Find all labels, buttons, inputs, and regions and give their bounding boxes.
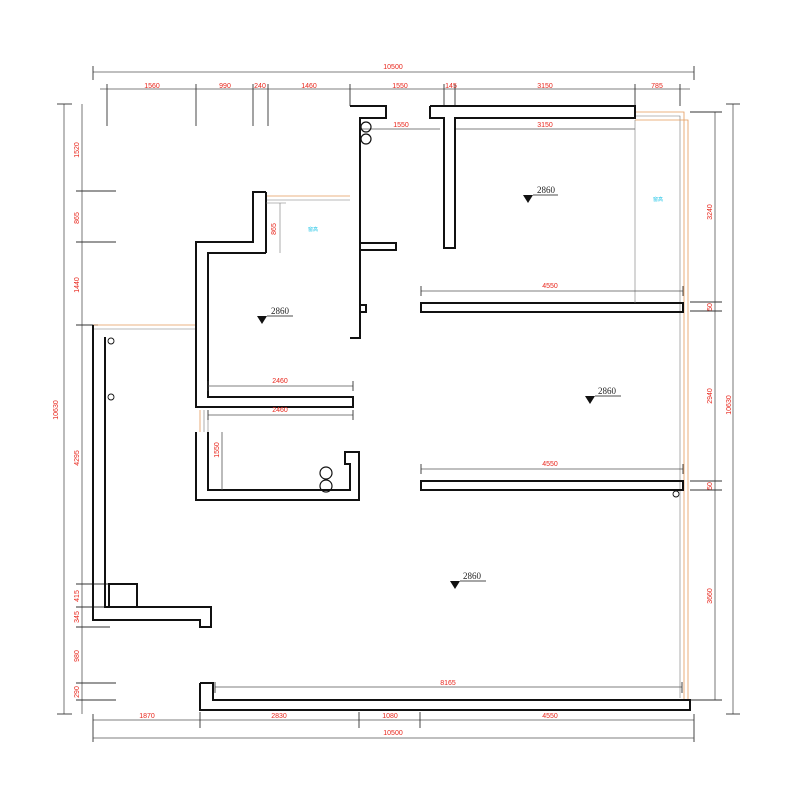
svg-text:2860: 2860: [271, 306, 290, 316]
small-circle-icon: [107, 393, 115, 401]
top-dim-1: 1560: [144, 83, 160, 90]
level-marker: 2860: [450, 571, 486, 589]
bottom-dim-2: 2830: [271, 713, 287, 720]
window-labels: 窗高 窗高: [308, 196, 663, 233]
right-dim-2: 50: [707, 303, 714, 311]
left-dim-3: 1440: [74, 277, 81, 293]
bottom-total-dim: 10500: [383, 730, 403, 737]
pipe-circle-icon: [319, 479, 333, 493]
left-dim-7: 980: [74, 650, 81, 662]
small-circle-icon: [672, 490, 680, 498]
svg-text:2860: 2860: [463, 571, 482, 581]
right-dim-5: 3660: [707, 588, 714, 604]
svg-text:2860: 2860: [598, 386, 617, 396]
left-dim-6: 345: [74, 611, 81, 623]
left-dim-2: 865: [74, 212, 81, 224]
bottom-inner-dim: 8165: [440, 680, 456, 687]
bottom-dim-1: 1870: [139, 713, 155, 720]
walls: [92, 105, 691, 711]
left-dim-8: 290: [74, 686, 81, 698]
bottom-dimensions: 1870 2830 1080 4550 10500 8165: [92, 680, 695, 742]
top-dim-5: 1550: [392, 83, 408, 90]
left-dimensions: 10630 1520 865 1440 4295 415 345 980 290: [53, 103, 116, 715]
top-dimensions: 10500 1560 990 240 1460 1550 145 3150 78…: [92, 64, 695, 130]
right-dim-3: 2940: [707, 388, 714, 404]
left-dim-1: 1520: [74, 142, 81, 158]
small-circle-icon: [107, 337, 115, 345]
level-triangle-icon: [257, 316, 267, 324]
room-dim-1550: 1550: [214, 442, 221, 458]
inner-dim-3150: 3150: [537, 122, 553, 129]
right-dim-1: 3240: [707, 204, 714, 220]
wall-dim-4550-a: 4550: [542, 283, 558, 290]
right-dim-4: 50: [707, 482, 714, 490]
fixtures: [107, 121, 680, 498]
inner-dim-1550: 1550: [393, 122, 409, 129]
pipe-circle-icon: [360, 133, 372, 145]
room-dimensions: 865 2460 2460 1550 4550 4550: [207, 223, 684, 490]
bottom-dim-4: 4550: [542, 713, 558, 720]
top-dim-3: 240: [254, 83, 266, 90]
level-triangle-icon: [523, 195, 533, 203]
room-dim-865: 865: [271, 223, 278, 235]
right-dimensions: 10630 3240 50 2940 50 3660: [690, 103, 740, 715]
bottom-dim-3: 1080: [382, 713, 398, 720]
wall-dim-4550-b: 4550: [542, 461, 558, 468]
left-dim-5: 415: [74, 590, 81, 602]
top-dim-8: 785: [651, 83, 663, 90]
exterior-offset-lines: [93, 111, 689, 700]
top-total-dim: 10500: [383, 64, 403, 71]
top-dim-7: 3150: [537, 83, 553, 90]
top-dim-2: 990: [219, 83, 231, 90]
window-label: 窗高: [653, 196, 663, 203]
top-dim-4: 1460: [301, 83, 317, 90]
pipe-circle-icon: [360, 121, 372, 133]
left-dim-4: 4295: [74, 450, 81, 466]
pipe-circle-icon: [319, 466, 333, 480]
left-total-dim: 10630: [53, 400, 60, 420]
room-dim-2460-b: 2460: [272, 407, 288, 414]
svg-text:2860: 2860: [537, 185, 556, 195]
level-marker: 2860: [257, 306, 293, 324]
level-markers: 2860 2860 2860 2860: [257, 185, 621, 589]
top-dim-6: 145: [445, 83, 457, 90]
right-total-dim: 10630: [726, 395, 733, 415]
level-marker: 2860: [585, 386, 621, 404]
room-dim-2460-a: 2460: [272, 378, 288, 385]
level-marker: 2860: [523, 185, 558, 203]
level-triangle-icon: [450, 581, 460, 589]
level-triangle-icon: [585, 396, 595, 404]
window-label: 窗高: [308, 226, 318, 233]
